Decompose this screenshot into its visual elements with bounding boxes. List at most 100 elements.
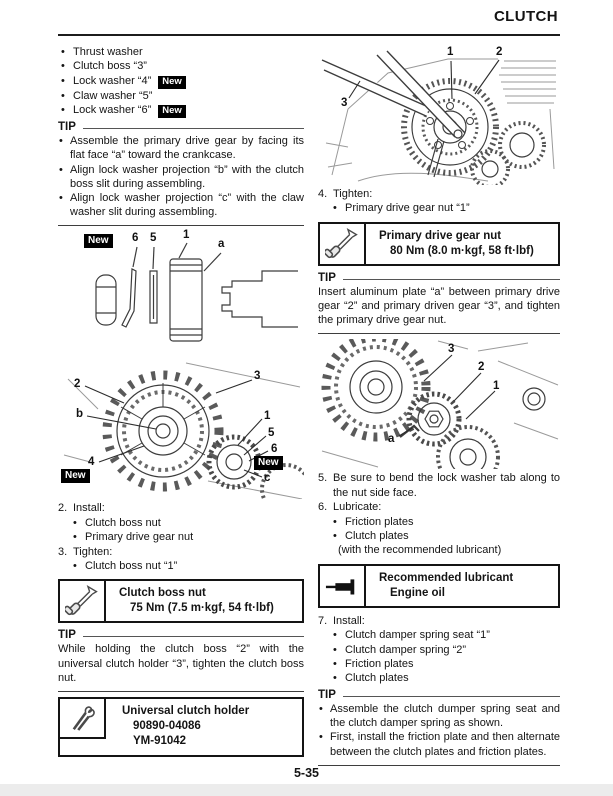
step-text: Be sure to bend the lock washer tab alon… [333, 472, 560, 499]
step-title: Install: [73, 502, 105, 515]
figure-callout: 5 [150, 232, 157, 245]
list-item-label: Lock washer “6” [73, 104, 152, 117]
tip-text: While holding the clutch boss “2” with t… [58, 643, 304, 684]
tip-bullet: Assemble the primary drive gear by facin… [58, 134, 304, 162]
list-item-label: Claw washer “5” [73, 89, 153, 102]
page-title: CLUTCH [493, 8, 558, 25]
tip-rule [82, 636, 304, 638]
list-item: Lock washer “4” New [58, 74, 304, 89]
list-item-label: Lock washer “4” [73, 74, 152, 87]
section-separator [58, 225, 304, 227]
step-bullet: Primary drive gear nut [70, 530, 304, 545]
figure-callout: 3 [254, 370, 261, 383]
figure-callout: b [76, 408, 84, 421]
step-number: 2. [58, 502, 68, 515]
tip-heading: TIP [318, 272, 560, 284]
figure-callout: a [218, 238, 225, 251]
step-heading: 7. Install: [318, 614, 560, 628]
tip-rule [342, 278, 560, 280]
section-separator [58, 691, 304, 693]
spec-name: Primary drive gear nut [379, 229, 502, 242]
step-number: 5. [318, 472, 328, 485]
figure-callout: 6 [132, 232, 139, 245]
section-separator [318, 333, 560, 335]
step-bullet: Friction plates [330, 515, 560, 530]
figure-clutch-basket: 2 b 4 New 3 1 5 6 New c [58, 359, 304, 499]
figure-engine-tool: 3 1 2 [318, 46, 560, 185]
figure-callout: 1 [183, 229, 190, 242]
tool-part-number-alt: YM-91042 [133, 735, 187, 748]
right-column: 3 1 2 4. Tighten: Primary drive gear nut … [318, 45, 560, 771]
step-heading: 5. Be sure to bend the lock washer tab al… [318, 471, 560, 500]
parts-list: Thrust washer Clutch boss “3” Lock washe… [58, 45, 304, 119]
torque-spec-box: Primary drive gear nut 80 Nm (8.0 m·kgf,… [318, 221, 560, 266]
section-separator [318, 764, 560, 766]
tip-rule [342, 695, 560, 697]
special-tool-text: Universal clutch holder 90890-04086 YM-9… [118, 699, 302, 755]
left-column: Thrust washer Clutch boss “3” Lock washe… [58, 45, 304, 771]
clutch-basket-drawing [58, 359, 304, 499]
oil-can-icon [320, 565, 366, 606]
new-badge: New [158, 75, 186, 89]
lubricant-spec-box: Recommended lubricant Engine oil [318, 563, 560, 608]
new-badge: New [158, 105, 186, 119]
step-title: Tighten: [333, 188, 373, 200]
figure-callout: 2 [74, 378, 81, 391]
page-content: CLUTCH Thrust washer Clutch boss “3” Loc… [58, 8, 560, 771]
step-bullet: Clutch boss nut “1” [70, 559, 304, 574]
tip-label: TIP [58, 629, 76, 642]
step-bullet: Clutch plates [330, 671, 560, 686]
tip-rule [82, 128, 304, 130]
tip-text: Insert aluminum plate “a” between primar… [318, 285, 560, 327]
special-tool-box: Universal clutch holder 90890-04086 YM-9… [58, 697, 304, 758]
figure-callout: 6 [271, 443, 278, 456]
spec-value: 80 Nm (8.0 m·kgf, 58 ft·lbf) [390, 244, 534, 257]
spec-value: 75 Nm (7.5 m·kgf, 54 ft·lbf) [130, 602, 274, 615]
step-number: 6. [318, 501, 328, 514]
figure-callout: 1 [447, 46, 454, 58]
step-number: 4. [318, 188, 328, 200]
spec-name: Clutch boss nut [119, 587, 206, 600]
torque-spec-box: Clutch boss nut 75 Nm (7.5 m·kgf, 54 ft·… [58, 579, 304, 624]
step-heading: 2. Install: [58, 501, 304, 515]
step-bullet: Clutch damper spring seat “1” [330, 628, 560, 643]
exploded-parts-drawing [58, 231, 304, 357]
figure-callout: 1 [493, 380, 500, 393]
tip-bullet: Align lock washer projection “b” with th… [58, 163, 304, 191]
page-edge [0, 784, 613, 796]
step-note: (with the recommended lubricant) [338, 544, 502, 557]
new-badge: New [61, 469, 90, 484]
figure-drive-gear: 3 2 1 a [318, 339, 560, 469]
torque-spec-text: Clutch boss nut 75 Nm (7.5 m·kgf, 54 ft·… [106, 581, 278, 621]
list-item: Claw washer “5” [58, 89, 304, 104]
step-heading: 3.Tighten: [58, 545, 304, 559]
tip-heading: TIP [318, 689, 560, 701]
figure-callout: c [264, 472, 271, 485]
header-rule [58, 34, 560, 36]
step-bullet: Friction plates [330, 657, 560, 672]
list-item: Thrust washer [58, 45, 304, 60]
tip-bullet: Assemble the clutch dumper spring seat a… [318, 702, 560, 730]
tool-part-number: 90890-04086 [133, 720, 201, 733]
figure-callout: 5 [268, 427, 275, 440]
tip-heading: TIP [58, 629, 304, 641]
tool-name: Universal clutch holder [122, 705, 250, 718]
tip-label: TIP [318, 688, 336, 701]
tip-bullet: Align lock washer projection “c” with th… [58, 191, 304, 219]
spec-value: Engine oil [390, 586, 445, 599]
new-badge: New [254, 456, 283, 471]
tip-label: TIP [318, 271, 336, 284]
step-heading: 6.Lubricate: [318, 500, 560, 514]
figure-callout: 2 [496, 46, 503, 58]
list-item: Clutch boss “3” [58, 59, 304, 74]
step-number: 7. [318, 614, 328, 627]
tip-heading: TIP [58, 121, 304, 133]
step-number: 3. [58, 545, 68, 558]
figure-callout: 1 [264, 410, 271, 423]
step-heading: 4. Tighten: [318, 187, 560, 201]
new-badge: New [84, 234, 113, 249]
step-bullet: Primary drive gear nut “1” [330, 201, 560, 216]
step-title: Install: [333, 614, 365, 627]
step-bullet: Clutch plates [330, 529, 560, 544]
